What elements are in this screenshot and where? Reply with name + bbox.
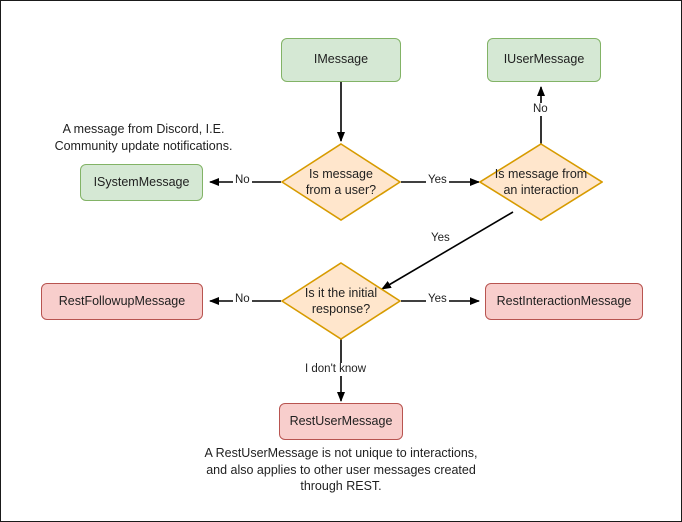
- diamond-shape: [281, 143, 401, 221]
- node-isystemmessage-label: ISystemMessage: [93, 174, 190, 189]
- node-restinteractionmessage[interactable]: RestInteractionMessage: [485, 283, 643, 320]
- node-restfollowupmessage[interactable]: RestFollowupMessage: [41, 283, 203, 320]
- node-isystemmessage[interactable]: ISystemMessage: [80, 164, 203, 201]
- edge-label-interaction-yes: Yes: [429, 232, 452, 245]
- diamond-shape: [479, 143, 603, 221]
- decision-is-message-from-user[interactable]: Is message from a user?: [281, 143, 401, 221]
- note-rest-user-message: A RestUserMessage is not unique to inter…: [204, 446, 478, 493]
- decision-is-message-from-interaction-label: Is message from an interaction: [494, 166, 588, 197]
- node-restfollowupmessage-label: RestFollowupMessage: [58, 293, 186, 308]
- edge-label-user-yes: Yes: [426, 174, 449, 187]
- edge-label-user-no: No: [233, 174, 252, 187]
- decision-is-message-from-interaction[interactable]: Is message from an interaction: [479, 143, 603, 221]
- note-system-message: A message from Discord, I.E. Community u…: [54, 122, 233, 153]
- edge-from-interaction-yes-to-initial-response: [381, 211, 514, 290]
- decision-is-initial-response-label: Is it the initial response?: [304, 285, 378, 316]
- node-imessage-label: IMessage: [313, 52, 369, 67]
- node-restusermessage[interactable]: RestUserMessage: [279, 403, 403, 440]
- edge-label-initial-yes: Yes: [426, 293, 449, 306]
- node-restinteractionmessage-label: RestInteractionMessage: [496, 293, 632, 308]
- node-iusermessage-label: IUserMessage: [503, 52, 585, 67]
- edge-label-initial-no: No: [233, 293, 252, 306]
- decision-is-message-from-user-label: Is message from a user?: [305, 166, 377, 197]
- node-iusermessage[interactable]: IUserMessage: [487, 38, 601, 82]
- diamond-shape: [281, 262, 401, 340]
- edge-label-dont-know: I don't know: [303, 363, 369, 376]
- node-restusermessage-label: RestUserMessage: [289, 413, 393, 428]
- node-imessage[interactable]: IMessage: [281, 38, 401, 82]
- decision-is-initial-response[interactable]: Is it the initial response?: [281, 262, 401, 340]
- edge-label-interaction-no: No: [531, 103, 550, 116]
